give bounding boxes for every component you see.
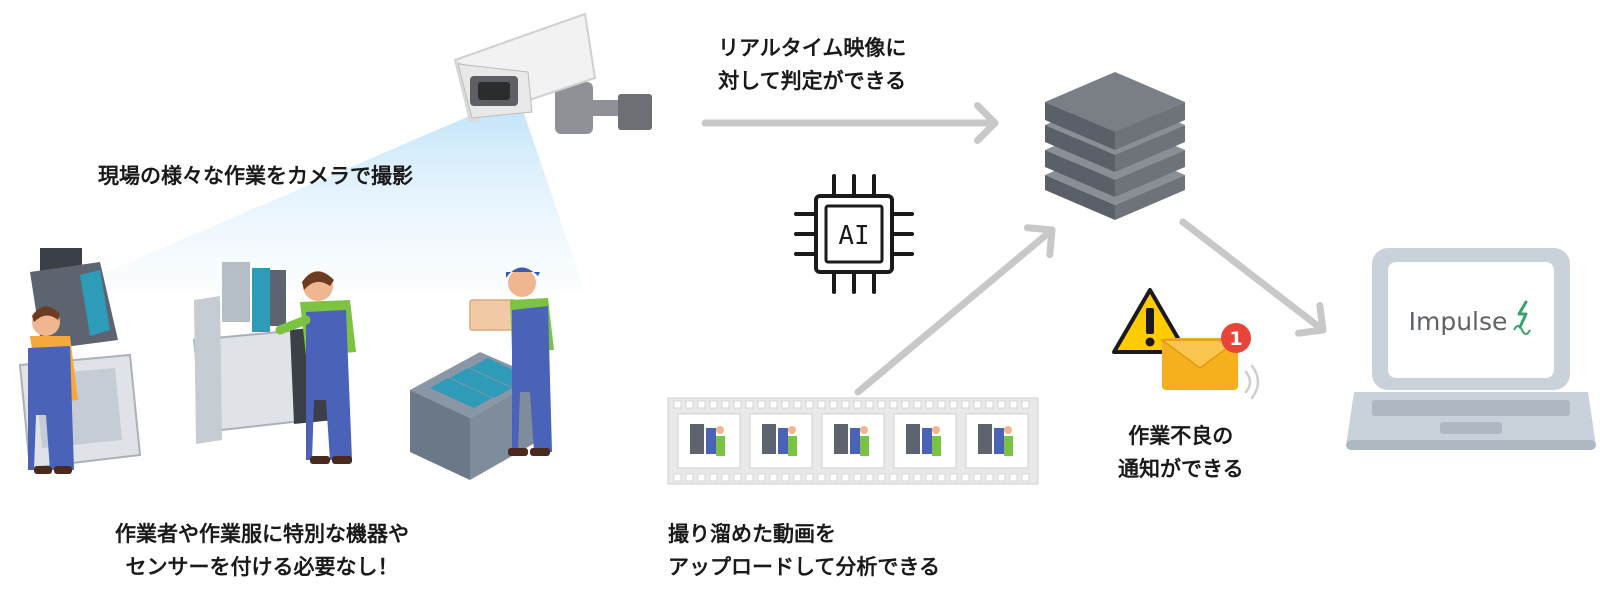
caption-upload: 撮り溜めた動画を アップロードして分析できる: [668, 518, 940, 584]
film-frame: [749, 413, 813, 469]
warning-icon: [1112, 288, 1188, 354]
camera-view-beam: [60, 108, 585, 292]
caption-upload-line1: 撮り溜めた動画を: [668, 522, 836, 546]
ai-chip-label: AI: [838, 221, 869, 251]
worker-operating-machine-icon: [192, 262, 356, 464]
arrow-server-to-laptop: [1179, 218, 1327, 337]
caption-realtime-stream-line2: 対して判定ができる: [718, 69, 907, 93]
notification-badge: [1221, 323, 1251, 353]
caption-camera-line1: 現場の様々な作業をカメラで撮影: [98, 164, 413, 188]
server-icon: [1045, 72, 1185, 220]
laptop-icon: [1346, 248, 1596, 450]
caption-workers-line1: 作業者や作業服に特別な機器や: [115, 522, 409, 546]
arrow-upload-to-server: [854, 224, 1056, 396]
film-frame: [821, 413, 885, 469]
ai-chip-icon: [794, 174, 914, 294]
caption-camera: 現場の様々な作業をカメラで撮影: [98, 160, 413, 193]
caption-notify-line2: 通知ができる: [1118, 457, 1244, 481]
notification-badge-count: 1: [1229, 328, 1242, 350]
film-frame: [965, 413, 1029, 469]
impulse-logo-mark-icon: [1513, 300, 1531, 335]
worker-packing-boxes-icon: [410, 267, 554, 480]
arrows: [701, 102, 1327, 396]
caption-realtime-stream-line1: リアルタイム映像に: [718, 36, 907, 60]
caption-realtime-stream: リアルタイム映像に 対して判定ができる: [718, 32, 906, 98]
caption-notify: 作業不良の 通知ができる: [1118, 420, 1244, 486]
caption-notify-line1: 作業不良の: [1128, 424, 1234, 448]
impulse-logo-text: Impulse: [1409, 307, 1508, 336]
caption-workers-line2: センサーを付ける必要なし！: [125, 555, 399, 579]
caption-upload-line2: アップロードして分析できる: [668, 555, 940, 579]
security-camera-icon: [453, 12, 652, 134]
film-frame: [893, 413, 957, 469]
mail-envelope-icon: [1159, 338, 1260, 400]
caption-workers: 作業者や作業服に特別な機器や センサーを付ける必要なし！: [115, 518, 409, 584]
film-frame: [677, 413, 741, 469]
film-strip-icon: [667, 397, 1039, 485]
worker-with-machine-icon: [18, 248, 142, 474]
